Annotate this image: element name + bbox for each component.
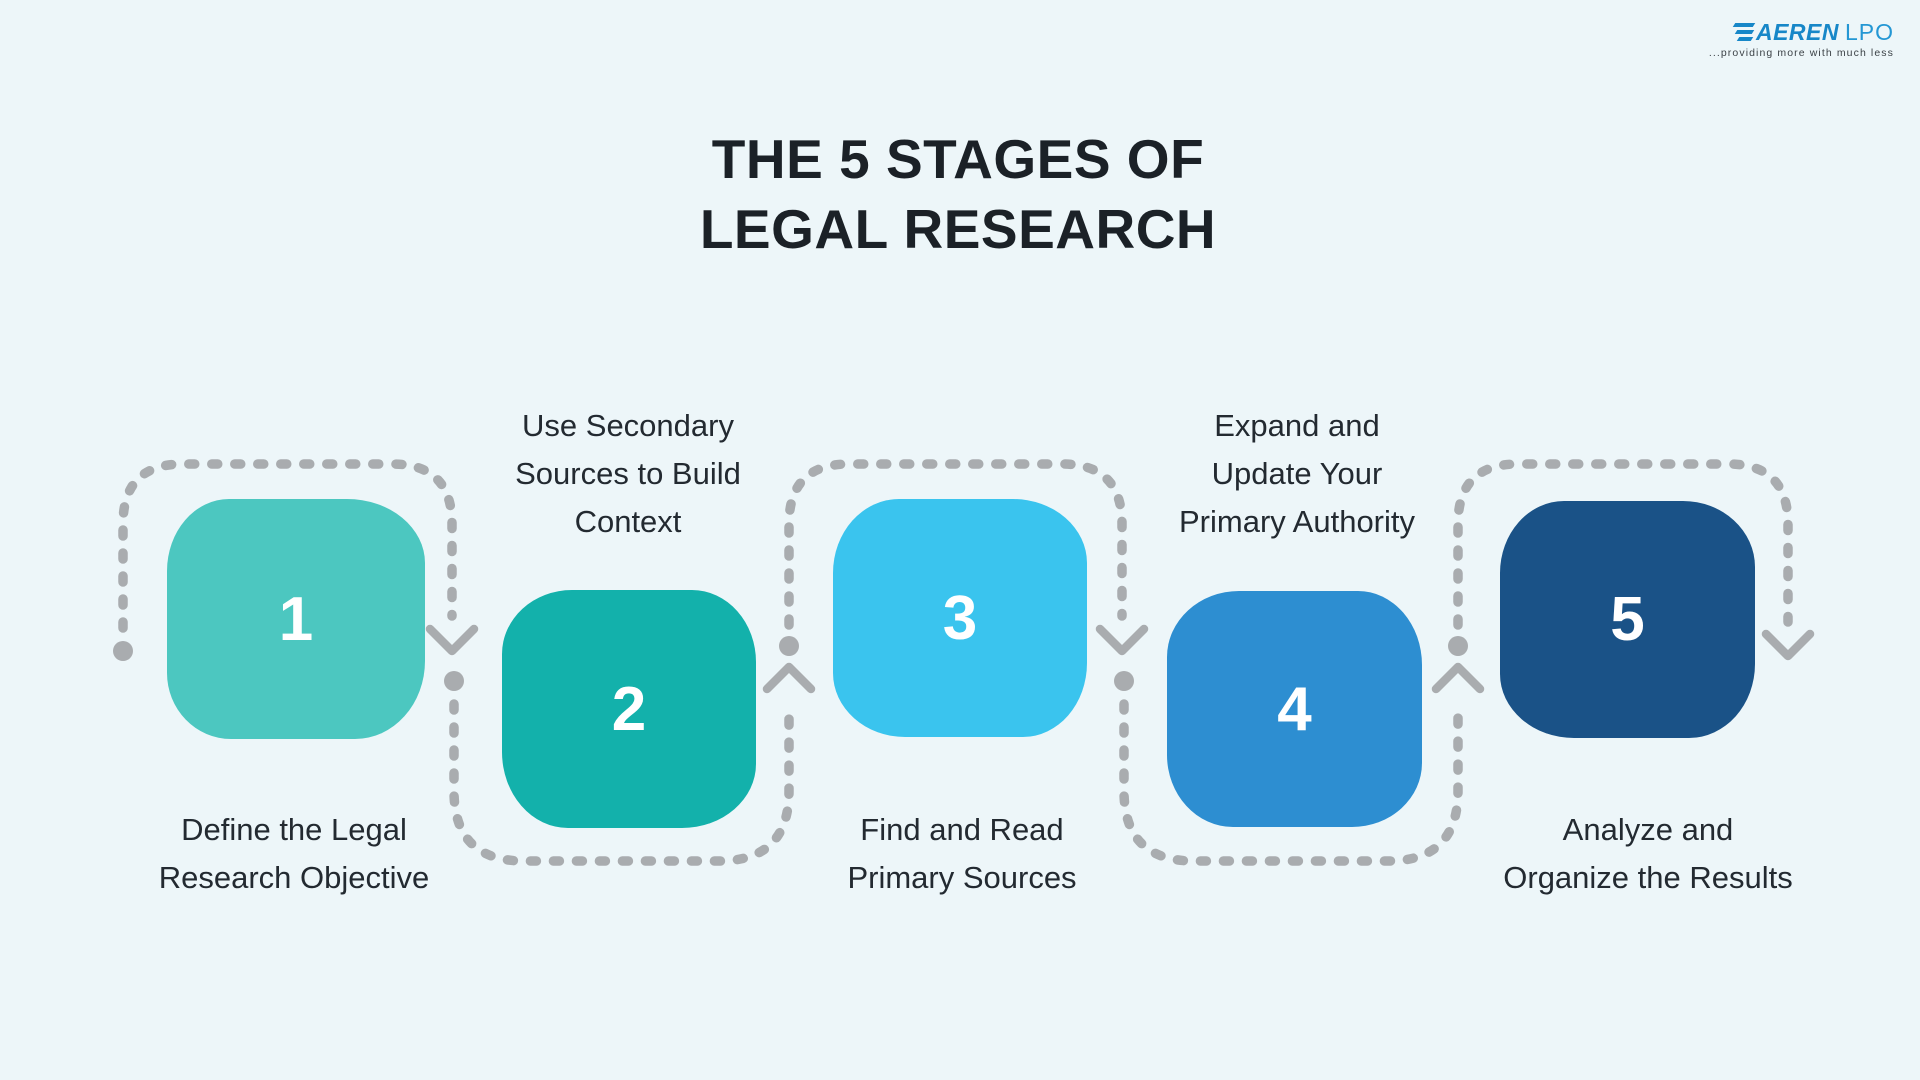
arrow-down-icon-3 bbox=[1761, 629, 1815, 661]
stage-label-2-line1: Use Secondary bbox=[522, 408, 734, 443]
arrow-up-icon-1 bbox=[762, 662, 816, 694]
stage-number-1: 1 bbox=[278, 584, 314, 654]
stage-label-4-line3: Primary Authority bbox=[1178, 504, 1416, 539]
logo-tagline: ...providing more with much less bbox=[1708, 47, 1894, 59]
stage-label-3: Find and Read Primary Sources bbox=[847, 806, 1076, 902]
arrow-down-icon-1 bbox=[425, 624, 479, 656]
logo-suffix-text: LPO bbox=[1844, 18, 1894, 45]
arrow-down-icon-2 bbox=[1095, 624, 1149, 656]
page-title-line2: LEGAL RESEARCH bbox=[699, 198, 1217, 260]
stage-label-4: Expand and Update Your Primary Authority bbox=[1179, 402, 1415, 546]
stage-number-5: 5 bbox=[1610, 585, 1645, 654]
stage-label-2-line3: Context bbox=[574, 504, 682, 539]
stage-label-1-line1: Define the Legal bbox=[181, 812, 407, 847]
stage-blob-2: 2 bbox=[502, 590, 756, 828]
logo-brand-text: AEREN bbox=[1755, 18, 1839, 45]
page-title: THE 5 STAGES OF LEGAL RESEARCH bbox=[0, 124, 1916, 264]
flow-path-segment-1 bbox=[118, 459, 457, 633]
brand-logo: AEREN LPO ...providing more with much le… bbox=[1708, 18, 1894, 60]
stage-number-3: 3 bbox=[942, 583, 978, 653]
page-title-line1: THE 5 STAGES OF bbox=[711, 128, 1205, 190]
arrow-up-icon-2 bbox=[1431, 662, 1485, 694]
stage-label-1-line2: Research Objective bbox=[158, 860, 430, 895]
stage-label-5: Analyze and Organize the Results bbox=[1503, 806, 1792, 902]
stage-label-3-line2: Primary Sources bbox=[847, 860, 1077, 895]
flow-dot-2 bbox=[779, 636, 799, 656]
flow-dot-1 bbox=[444, 671, 464, 691]
flow-path-segment-5 bbox=[1453, 459, 1793, 630]
stage-blob-5: 5 bbox=[1500, 501, 1755, 738]
logo-stripes-icon bbox=[1732, 23, 1756, 41]
stage-label-3-line1: Find and Read bbox=[860, 812, 1064, 847]
stage-number-4: 4 bbox=[1277, 674, 1312, 744]
stage-blob-3: 3 bbox=[833, 499, 1087, 737]
flow-path-segment-3 bbox=[784, 459, 1127, 630]
stage-label-4-line1: Expand and bbox=[1214, 408, 1380, 443]
stage-label-5-line2: Organize the Results bbox=[1503, 860, 1793, 895]
stage-label-2: Use Secondary Sources to Build Context bbox=[515, 402, 741, 546]
stage-label-4-line2: Update Your bbox=[1211, 456, 1383, 491]
flow-path-segment-2 bbox=[449, 699, 794, 866]
stage-label-5-line1: Analyze and bbox=[1562, 812, 1734, 847]
stage-blob-1: 1 bbox=[167, 499, 425, 739]
flow-dot-3 bbox=[1114, 671, 1134, 691]
flow-dot-4 bbox=[1448, 636, 1468, 656]
flow-path-segment-4 bbox=[1119, 699, 1463, 866]
stage-number-2: 2 bbox=[611, 674, 647, 744]
stage-label-2-line2: Sources to Build bbox=[515, 456, 741, 491]
stage-blob-4: 4 bbox=[1167, 591, 1422, 827]
stage-label-1: Define the Legal Research Objective bbox=[159, 806, 430, 902]
flow-start-dot bbox=[113, 641, 133, 661]
